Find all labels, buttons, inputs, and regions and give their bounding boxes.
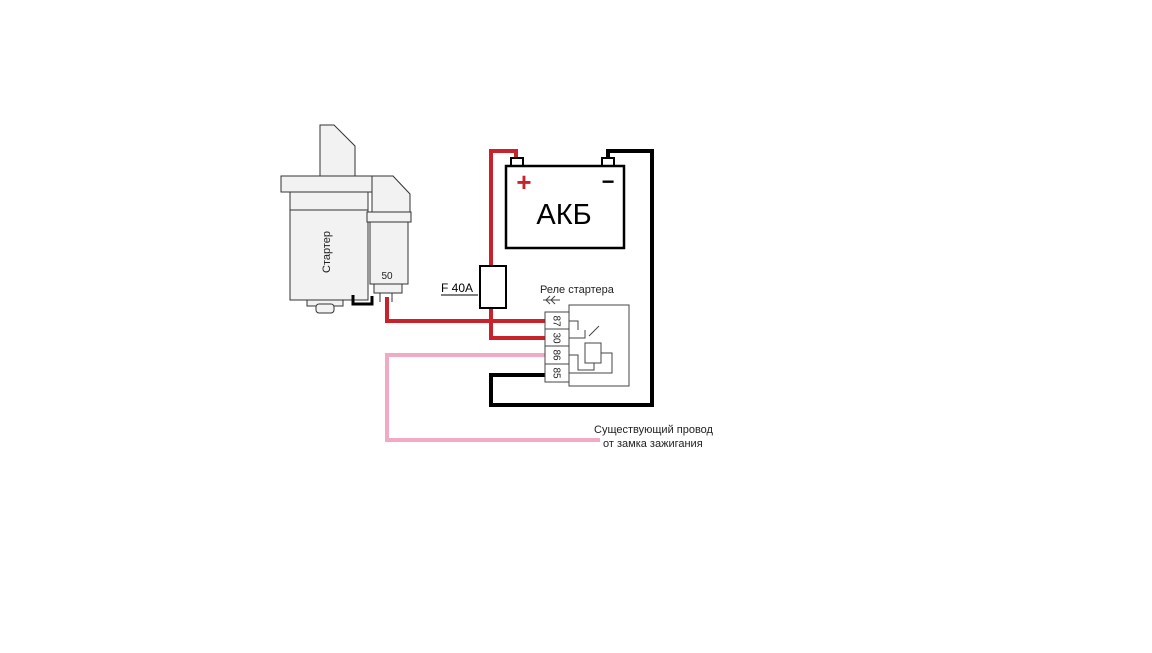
ignition-note-line2: от замка зажигания bbox=[603, 438, 703, 450]
battery-minus-sign: − bbox=[602, 169, 615, 194]
relay-pin-block bbox=[544, 311, 570, 383]
battery-body bbox=[504, 164, 626, 250]
starter-motor bbox=[280, 124, 412, 314]
ignition-note-line1: Существующий провод bbox=[594, 424, 714, 436]
battery-label: АКБ bbox=[536, 199, 591, 231]
starter-solenoid-body bbox=[369, 221, 409, 285]
relay-title: Реле стартера bbox=[540, 284, 615, 296]
starter-terminal-block bbox=[373, 283, 403, 294]
ground-wire-starter bbox=[351, 295, 374, 306]
relay-arrow-icon bbox=[543, 295, 560, 305]
ignition-wire bbox=[385, 353, 600, 442]
relay-pin-86: 86 bbox=[551, 349, 562, 361]
starter-terminal-label: 50 bbox=[381, 271, 393, 282]
relay-body bbox=[568, 304, 630, 387]
battery bbox=[504, 157, 626, 250]
starter-shaft bbox=[315, 303, 335, 314]
ground-wire-battery-return bbox=[489, 149, 654, 407]
battery-plus-sign: + bbox=[516, 167, 531, 197]
relay-internals bbox=[569, 320, 613, 374]
relay-pin-labels: 87 30 86 85 bbox=[551, 315, 562, 379]
fuse-label: F 40A bbox=[441, 281, 473, 295]
battery-positive-wire bbox=[489, 149, 545, 340]
relay-pin-30: 30 bbox=[551, 332, 562, 344]
relay bbox=[544, 304, 630, 387]
starter-flange bbox=[319, 124, 356, 179]
starter-solenoid-cap bbox=[371, 175, 411, 213]
relay-pin-85: 85 bbox=[551, 367, 562, 379]
starter-solenoid bbox=[366, 211, 412, 223]
relay-pin-87: 87 bbox=[551, 315, 562, 327]
fuse-box bbox=[479, 265, 507, 309]
starter-feed-wire bbox=[385, 297, 545, 323]
starter-label: Стартер bbox=[321, 231, 333, 273]
